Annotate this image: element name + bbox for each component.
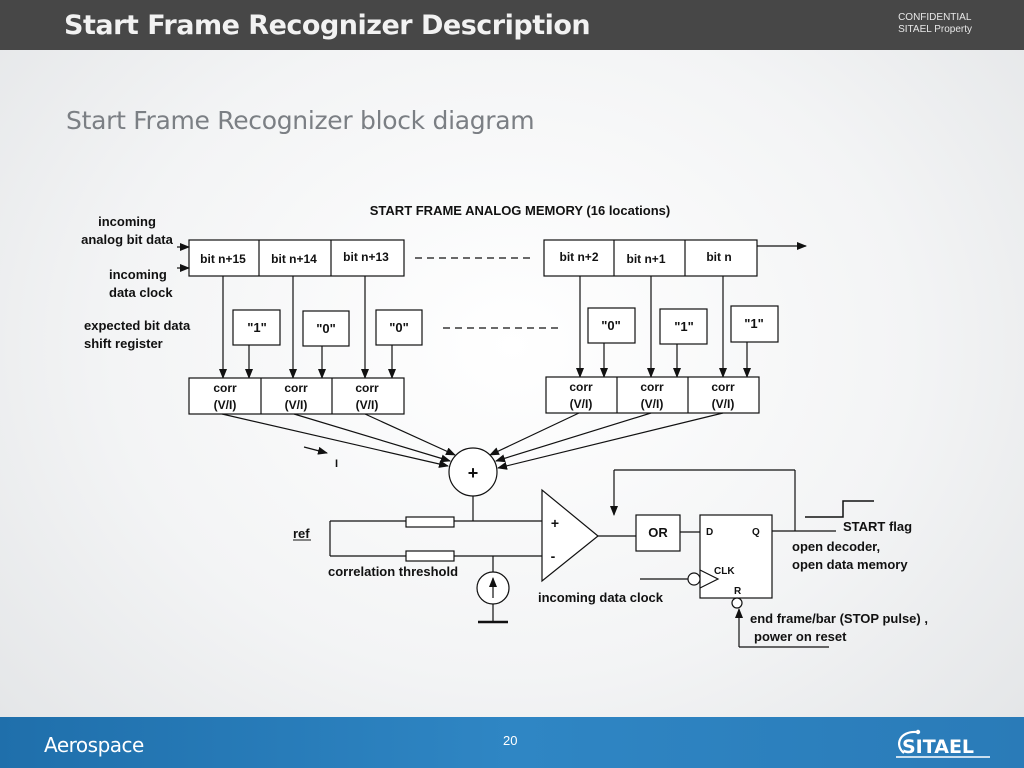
current-label: I (335, 458, 338, 470)
end-frame-label: end frame/bar (STOP pulse) , (750, 611, 928, 626)
expected-value: "1" (744, 316, 764, 331)
corr-unit: (V/I) (712, 397, 735, 411)
sum-symbol: + (468, 463, 479, 483)
clock-input-label-1: incoming (109, 267, 167, 282)
comparator (541, 488, 599, 583)
corr-block-left (188, 377, 405, 415)
logo-text: SITAEL (902, 736, 974, 758)
corr-unit: (V/I) (356, 398, 379, 412)
bit-label: bit n+2 (559, 250, 598, 264)
bit-label: bit n+13 (343, 250, 389, 264)
resistor-bottom (405, 550, 455, 562)
bit-label: bit n (706, 250, 731, 264)
ff-clk-label: CLK (714, 566, 735, 577)
expected-label-2: shift register (84, 336, 163, 351)
resistor-top (405, 516, 455, 528)
bit-label: bit n+15 (200, 252, 246, 266)
incoming-clock-label: incoming data clock (538, 590, 664, 605)
footer-bar: Aerospace 20 SITAEL (0, 717, 1024, 768)
ff-r-label: R (734, 586, 742, 597)
power-reset-label: power on reset (754, 629, 847, 644)
confidential-line1: CONFIDENTIAL (898, 12, 972, 23)
memory-block-left (188, 239, 405, 277)
ref-label: ref (293, 526, 310, 541)
open-decoder-label: open decoder, (792, 539, 880, 554)
expected-value: "0" (601, 318, 621, 333)
bit-label: bit n+1 (626, 252, 665, 266)
ff-q-label: Q (752, 527, 760, 538)
corr-unit: (V/I) (570, 397, 593, 411)
expected-box-4 (587, 307, 636, 344)
corr-label: corr (569, 380, 593, 394)
corr-label: corr (355, 381, 379, 395)
expected-box-6 (730, 305, 779, 343)
memory-title: START FRAME ANALOG MEMORY (16 locations) (370, 203, 670, 218)
slide-title: Start Frame Recognizer Description (64, 10, 591, 41)
analog-input-label-2: analog bit data (81, 232, 174, 247)
expected-box-3 (375, 309, 423, 346)
block-diagram: START FRAME ANALOG MEMORY (16 locations)… (81, 203, 928, 648)
footer-label: Aerospace (44, 733, 144, 757)
expected-value: "1" (247, 320, 267, 335)
header-bar: Start Frame Recognizer Description CONFI… (0, 0, 1024, 50)
corr-label: corr (284, 381, 308, 395)
sitael-logo: SITAEL (896, 729, 990, 758)
expected-box-1 (232, 309, 281, 346)
page-number: 20 (503, 733, 518, 748)
clock-input-label-2: data clock (109, 285, 173, 300)
corr-block-right (545, 376, 760, 414)
or-label: OR (648, 525, 668, 540)
comparator-plus: + (551, 515, 559, 531)
comparator-minus: - (551, 548, 556, 564)
expected-value: "1" (674, 319, 694, 334)
confidential-line2: SITAEL Property (898, 24, 972, 35)
analog-input-label-1: incoming (98, 214, 156, 229)
ff-d-label: D (706, 527, 713, 538)
threshold-label: correlation threshold (328, 564, 458, 579)
expected-value: "0" (389, 320, 409, 335)
bit-label: bit n+14 (271, 252, 317, 266)
corr-label: corr (640, 380, 664, 394)
expected-box-5 (659, 308, 708, 345)
start-flag-label: START flag (843, 519, 912, 534)
corr-unit: (V/I) (285, 398, 308, 412)
open-memory-label: open data memory (792, 557, 908, 572)
flip-flop (699, 514, 773, 599)
expected-value: "0" (316, 321, 336, 336)
confidential-note: CONFIDENTIAL SITAEL Property (898, 12, 972, 36)
expected-box-2 (302, 310, 350, 347)
slide-subtitle: Start Frame Recognizer block diagram (66, 106, 535, 135)
corr-unit: (V/I) (641, 397, 664, 411)
corr-label: corr (213, 381, 237, 395)
or-gate (635, 514, 681, 552)
expected-label-1: expected bit data (84, 318, 191, 333)
corr-unit: (V/I) (214, 398, 237, 412)
corr-label: corr (711, 380, 735, 394)
